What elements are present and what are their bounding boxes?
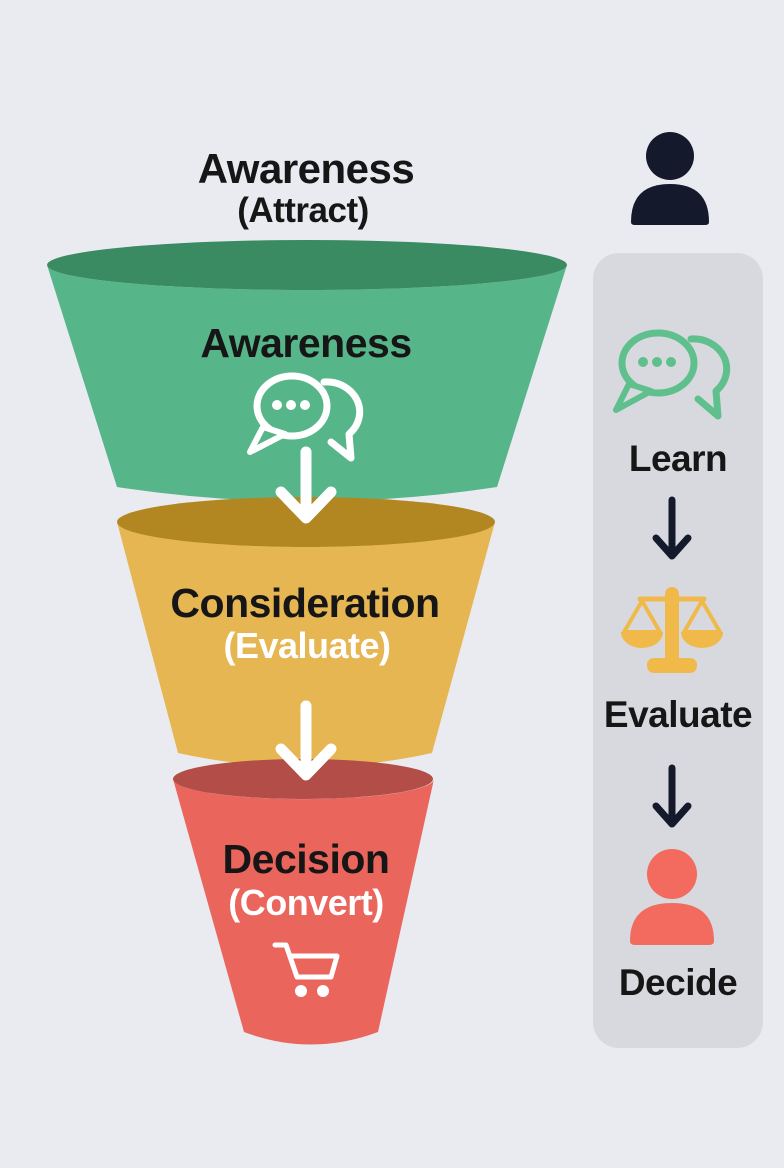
scales-left-pan-bowl (621, 632, 663, 648)
cart-wheel (317, 985, 329, 997)
person-head (647, 849, 697, 899)
person-head (646, 132, 694, 180)
scales-right-pan-bowl (681, 632, 723, 648)
chat-bubble-outline (618, 329, 698, 397)
chat-bubble2-outline (320, 378, 364, 462)
chat-dot (286, 400, 296, 410)
down-arrow-learn-evaluate (652, 496, 692, 560)
chat-bubbles-icon (247, 372, 364, 462)
stage-decision-label: Decision (222, 836, 390, 882)
journey-step-evaluate-label: Evaluate (603, 694, 753, 735)
scales-icon (621, 587, 723, 673)
funnel-title-line1: Awareness (197, 145, 415, 192)
down-arrow-2 (275, 700, 337, 781)
chat-bubbles-icon (613, 329, 731, 420)
shopping-cart-icon (272, 942, 340, 997)
chat-dot (666, 357, 676, 367)
chat-bubble2-outline (687, 335, 731, 420)
chat-dot (652, 357, 662, 367)
journey-step-learn-label: Learn (628, 438, 728, 479)
person-shoulders (631, 184, 709, 225)
funnel-stage-awareness-rim (47, 240, 567, 290)
chat-dot (638, 357, 648, 367)
stage-decision-sublabel: (Convert) (228, 882, 384, 923)
chat-dot (300, 400, 310, 410)
down-arrow-1 (275, 446, 337, 524)
funnel-stage-decision-body (173, 779, 434, 1045)
scales-post (665, 587, 679, 665)
funnel-stage-consideration-body (117, 522, 495, 767)
chat-bubble-tail (613, 381, 654, 413)
scales-right-pan-frame (682, 599, 722, 634)
stage-consideration-label: Consideration (170, 580, 440, 626)
stage-awareness-label: Awareness (200, 320, 412, 366)
journey-step-decide-label: Decide (618, 962, 738, 1003)
chat-bubble-tail (247, 424, 288, 455)
funnel-stage-awareness-body (47, 265, 567, 502)
down-arrow-evaluate-decide (652, 764, 692, 828)
funnel-title-line2: (Attract) (237, 191, 369, 230)
stage-consideration-sublabel: (Evaluate) (223, 625, 391, 666)
cart-wheel (295, 985, 307, 997)
chat-dot (272, 400, 282, 410)
person-icon (631, 132, 709, 225)
scales-base (647, 658, 697, 673)
person-shoulders (630, 903, 714, 945)
cart-body (272, 942, 340, 980)
scales-left-pan-frame (622, 599, 662, 634)
chat-bubble-outline (253, 372, 331, 440)
person-icon (630, 849, 714, 945)
